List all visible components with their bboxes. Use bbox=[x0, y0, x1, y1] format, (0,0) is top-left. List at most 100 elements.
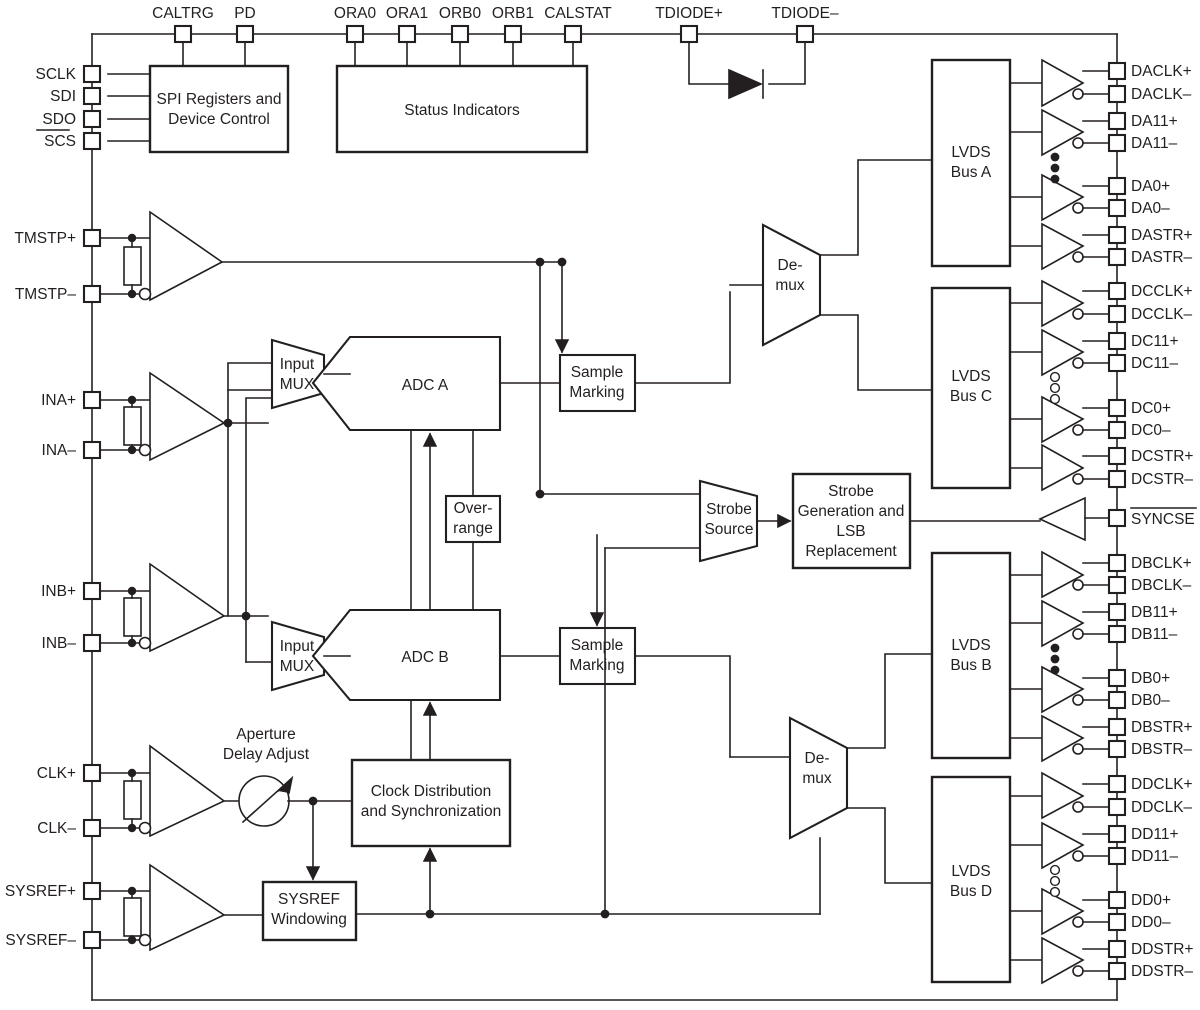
pin-label-inb-n: INB– bbox=[42, 635, 77, 652]
pin-square-dd0-n[interactable] bbox=[1107, 912, 1127, 932]
input-buffer-inb bbox=[99, 397, 273, 663]
pin-square-dcstr-p[interactable] bbox=[1107, 446, 1127, 466]
syncse-buffer bbox=[1038, 496, 1110, 542]
pin-square-ddstr-n[interactable] bbox=[1107, 961, 1127, 981]
pin-square-dastr-p[interactable] bbox=[1107, 225, 1127, 245]
pin-label-dbstr-n: DBSTR– bbox=[1131, 741, 1193, 758]
pin-label-da0-n: DA0– bbox=[1131, 200, 1170, 217]
pin-square-daclk-n[interactable] bbox=[1107, 84, 1127, 104]
pin-label-dastr-p: DASTR+ bbox=[1131, 227, 1193, 244]
pin-square-syncse[interactable] bbox=[1107, 508, 1127, 528]
pin-label-dbclk-p: DBCLK+ bbox=[1131, 555, 1192, 572]
pin-square-dbclk-p[interactable] bbox=[1107, 553, 1127, 573]
pin-square-db0-p[interactable] bbox=[1107, 668, 1127, 688]
pin-square-da11-p[interactable] bbox=[1107, 111, 1127, 131]
pin-square-orb0[interactable] bbox=[450, 24, 470, 44]
top-pin-stubs bbox=[182, 41, 806, 85]
pin-square-da0-n[interactable] bbox=[1107, 198, 1127, 218]
pin-square-clk-p[interactable] bbox=[82, 763, 102, 783]
pin-square-db11-p[interactable] bbox=[1107, 602, 1127, 622]
pin-square-ora0[interactable] bbox=[345, 24, 365, 44]
pin-square-pd[interactable] bbox=[235, 24, 255, 44]
pin-square-tmstp-p[interactable] bbox=[82, 228, 102, 248]
spi-pin-lines bbox=[107, 73, 151, 142]
pin-square-ora1[interactable] bbox=[397, 24, 417, 44]
pin-label-dastr-n: DASTR– bbox=[1131, 249, 1193, 266]
pin-square-inb-n[interactable] bbox=[82, 633, 102, 653]
pin-square-calstat[interactable] bbox=[563, 24, 583, 44]
pin-square-sdi[interactable] bbox=[82, 86, 102, 106]
pin-square-dastr-n[interactable] bbox=[1107, 247, 1127, 267]
pin-square-dcclk-p[interactable] bbox=[1107, 281, 1127, 301]
pin-square-dbstr-p[interactable] bbox=[1107, 717, 1127, 737]
pin-label-dcclk-p: DCCLK+ bbox=[1131, 283, 1193, 300]
pin-label-da0-p: DA0+ bbox=[1131, 178, 1170, 195]
pin-square-dcclk-n[interactable] bbox=[1107, 304, 1127, 324]
pin-square-db0-n[interactable] bbox=[1107, 690, 1127, 710]
pin-square-dd11-n[interactable] bbox=[1107, 846, 1127, 866]
pin-square-ddstr-p[interactable] bbox=[1107, 939, 1127, 959]
strobe-gen-label-2: Generation and bbox=[798, 503, 905, 520]
pin-square-da11-n[interactable] bbox=[1107, 133, 1127, 153]
pin-square-ddclk-p[interactable] bbox=[1107, 774, 1127, 794]
left-pin-squares bbox=[82, 64, 102, 950]
pin-label-ddclk-n: DDCLK– bbox=[1131, 799, 1193, 816]
pin-square-ddclk-n[interactable] bbox=[1107, 797, 1127, 817]
pin-square-sclk[interactable] bbox=[82, 64, 102, 84]
lvds-bus-b-label-2: Bus B bbox=[950, 657, 991, 674]
pin-label-orb0: ORB0 bbox=[439, 5, 482, 22]
input-buffer-sysref bbox=[99, 863, 264, 952]
lvds-bus-a-label-1: LVDS bbox=[951, 144, 990, 161]
pin-square-tdiode-p[interactable] bbox=[679, 24, 699, 44]
pin-label-dc0-p: DC0+ bbox=[1131, 400, 1171, 417]
pin-square-sysref-p[interactable] bbox=[82, 881, 102, 901]
pin-square-da0-p[interactable] bbox=[1107, 176, 1127, 196]
pin-label-db11-p: DB11+ bbox=[1131, 604, 1178, 621]
pin-square-scs[interactable] bbox=[82, 131, 102, 151]
pin-square-dc0-p[interactable] bbox=[1107, 398, 1127, 418]
pin-label-sysref-n: SYSREF– bbox=[5, 932, 76, 949]
input-mux-b-label-2: MUX bbox=[280, 658, 315, 675]
pin-square-ina-n[interactable] bbox=[82, 440, 102, 460]
sample-marking-a-block bbox=[558, 353, 637, 413]
strobe-source-label-1: Strobe bbox=[706, 501, 752, 518]
pin-label-dcstr-p: DCSTR+ bbox=[1131, 448, 1193, 465]
pin-square-dbclk-n[interactable] bbox=[1107, 575, 1127, 595]
pin-square-dd11-p[interactable] bbox=[1107, 824, 1127, 844]
pin-square-dbstr-n[interactable] bbox=[1107, 739, 1127, 759]
strobe-source-shape bbox=[698, 479, 759, 563]
pin-square-caltrg[interactable] bbox=[173, 24, 193, 44]
pin-label-sdo: SDO bbox=[42, 111, 76, 128]
pin-square-clk-n[interactable] bbox=[82, 818, 102, 838]
pin-square-dc0-n[interactable] bbox=[1107, 420, 1127, 440]
pin-label-dcstr-n: DCSTR– bbox=[1131, 471, 1193, 488]
status-indicators-label: Status Indicators bbox=[404, 102, 520, 119]
pin-square-dcstr-n[interactable] bbox=[1107, 469, 1127, 489]
input-mux-a-label-2: MUX bbox=[280, 376, 315, 393]
pin-square-inb-p[interactable] bbox=[82, 581, 102, 601]
pin-square-db11-n[interactable] bbox=[1107, 624, 1127, 644]
pin-square-sdo[interactable] bbox=[82, 109, 102, 129]
pin-square-tdiode-n[interactable] bbox=[795, 24, 815, 44]
pin-square-daclk-p[interactable] bbox=[1107, 61, 1127, 81]
pin-square-dc11-p[interactable] bbox=[1107, 331, 1127, 351]
pin-label-dc11-p: DC11+ bbox=[1131, 333, 1179, 350]
pin-square-dd0-p[interactable] bbox=[1107, 890, 1127, 910]
pin-label-da11-n: DA11– bbox=[1131, 135, 1178, 152]
input-mux-b-shape bbox=[270, 620, 326, 692]
demux-top-label-2: mux bbox=[775, 277, 805, 294]
clock-dist-label-2: and Synchronization bbox=[361, 803, 501, 820]
pin-square-sysref-n[interactable] bbox=[82, 930, 102, 950]
pin-square-ina-p[interactable] bbox=[82, 390, 102, 410]
adc-a-label: ADC A bbox=[402, 377, 449, 394]
pin-square-dc11-n[interactable] bbox=[1107, 353, 1127, 373]
pin-square-orb1[interactable] bbox=[503, 24, 523, 44]
sample-marking-b-label-1: Sample bbox=[571, 637, 624, 654]
tdiode-symbol bbox=[728, 68, 764, 100]
pin-label-dd11-p: DD11+ bbox=[1131, 826, 1179, 843]
demux-bottom-label-2: mux bbox=[802, 770, 832, 787]
pin-square-tmstp-n[interactable] bbox=[82, 284, 102, 304]
adc-a-shape bbox=[311, 335, 502, 432]
pin-label-ora0: ORA0 bbox=[334, 5, 377, 22]
